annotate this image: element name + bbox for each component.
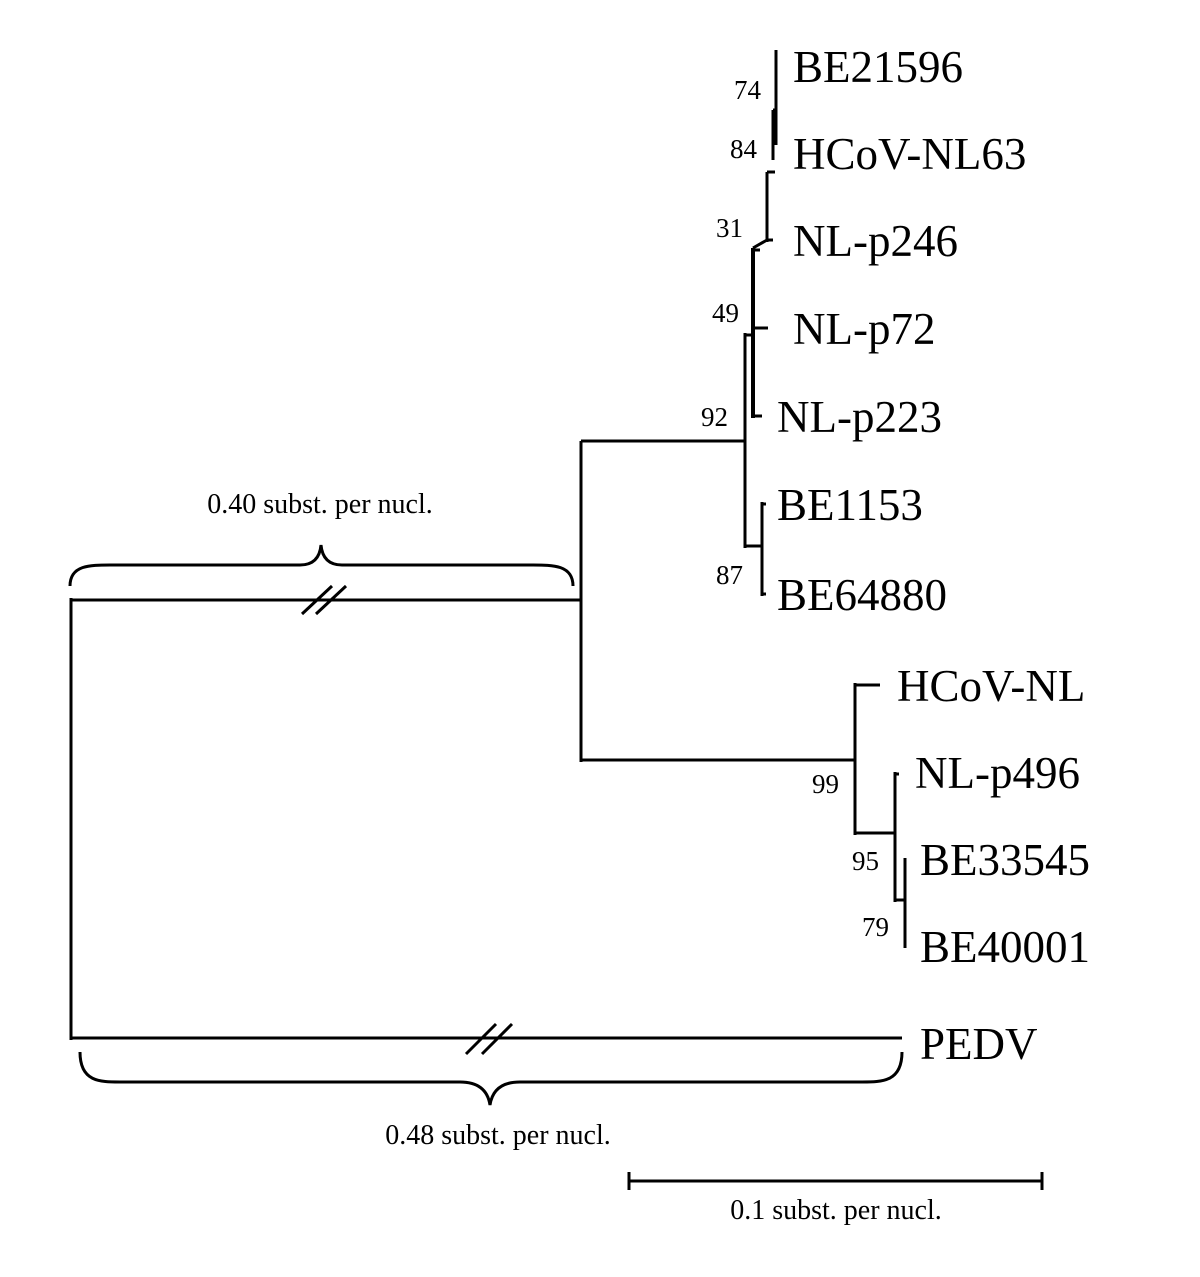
bootstrap-49: 49: [712, 298, 739, 328]
break-marks: [300, 584, 514, 1056]
tree-branches: [69, 50, 907, 1040]
leaf-label-be40001: BE40001: [920, 922, 1090, 972]
leaf-labels: BE21596 HCoV-NL63 NL-p246 NL-p72 NL-p223…: [777, 42, 1090, 1069]
bootstrap-79: 79: [862, 912, 889, 942]
leaf-label-nl-p246: NL-p246: [793, 216, 958, 266]
leaf-label-nl-p223: NL-p223: [777, 392, 942, 442]
bootstrap-99: 99: [812, 769, 839, 799]
upper-break-mark-1: [300, 584, 334, 616]
upper-break-mark-2: [314, 584, 348, 616]
lower-break-mark-1: [464, 1022, 498, 1056]
bootstrap-95: 95: [852, 846, 879, 876]
lower-break-mark-2: [480, 1022, 514, 1056]
leaf-label-nl-p72: NL-p72: [793, 304, 935, 354]
upper-brace: [68, 544, 575, 587]
scale-bar: [627, 1172, 1044, 1190]
node-31-join: [752, 238, 768, 250]
leaf-label-be33545: BE33545: [920, 835, 1090, 885]
bootstrap-84: 84: [730, 134, 758, 164]
upper-brace-label: 0.40 subst. per nucl.: [207, 489, 433, 520]
leaf-label-be64880: BE64880: [777, 570, 947, 620]
lower-brace: [78, 1051, 904, 1106]
leaf-label-nl-p496: NL-p496: [915, 748, 1080, 798]
leaf-label-hcov-nl: HCoV-NL: [897, 661, 1085, 711]
leaf-label-hcov-nl63: HCoV-NL63: [793, 129, 1026, 179]
bootstrap-92: 92: [701, 402, 728, 432]
bootstrap-31: 31: [716, 213, 743, 243]
scale-bar-label: 0.1 subst. per nucl.: [730, 1195, 942, 1226]
bootstrap-87: 87: [716, 560, 743, 590]
bootstrap-74: 74: [734, 75, 762, 105]
lower-brace-label: 0.48 subst. per nucl.: [385, 1120, 611, 1151]
leaf-label-be21596: BE21596: [793, 42, 963, 92]
leaf-label-pedv: PEDV: [920, 1019, 1038, 1069]
bootstrap-values: 74 84 31 49 92 87 99 95 79: [701, 75, 889, 942]
leaf-label-be1153: BE1153: [777, 480, 923, 530]
